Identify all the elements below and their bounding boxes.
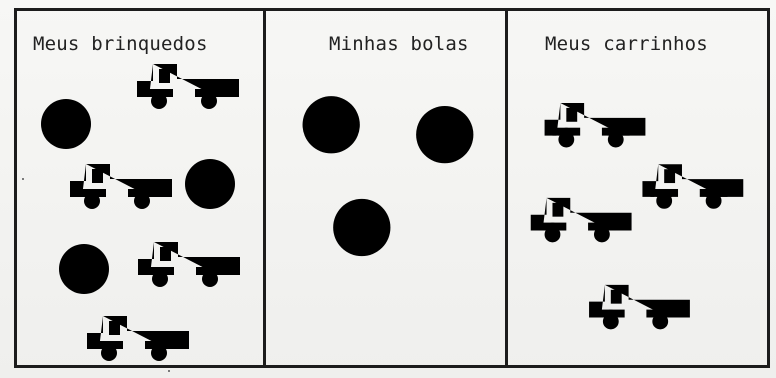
ball-icon [41, 99, 91, 149]
paper-speck [168, 370, 170, 372]
truck-icon [642, 164, 744, 209]
panel-my-balls-drawing [302, 96, 474, 257]
panel-title-my-balls: Minhas bolas [329, 33, 469, 55]
ball-icon [333, 198, 391, 257]
panel-my-toys: Meus brinquedos [17, 11, 263, 365]
panel-my-balls: Minhas bolas [263, 11, 505, 365]
truck-icon [137, 64, 239, 109]
truck-icon [589, 284, 690, 330]
ball-icon [416, 106, 474, 164]
panel-my-toys-drawing [41, 64, 240, 361]
truck-icon [87, 316, 189, 361]
ball-icon [59, 244, 109, 294]
panel-my-cars-drawing [530, 102, 744, 330]
truck-icon [530, 197, 632, 243]
panel-title-my-cars: Meus carrinhos [545, 33, 708, 55]
panel-my-cars: Meus carrinhos [505, 11, 767, 365]
worksheet-frame: Meus brinquedos Minhas bolas [14, 8, 770, 368]
paper-speck [22, 178, 24, 180]
ball-icon [302, 96, 360, 154]
ball-icon [185, 159, 235, 209]
truck-icon [544, 102, 646, 148]
truck-icon [138, 242, 240, 287]
truck-icon [70, 164, 172, 209]
panel-title-my-toys: Meus brinquedos [33, 33, 208, 55]
